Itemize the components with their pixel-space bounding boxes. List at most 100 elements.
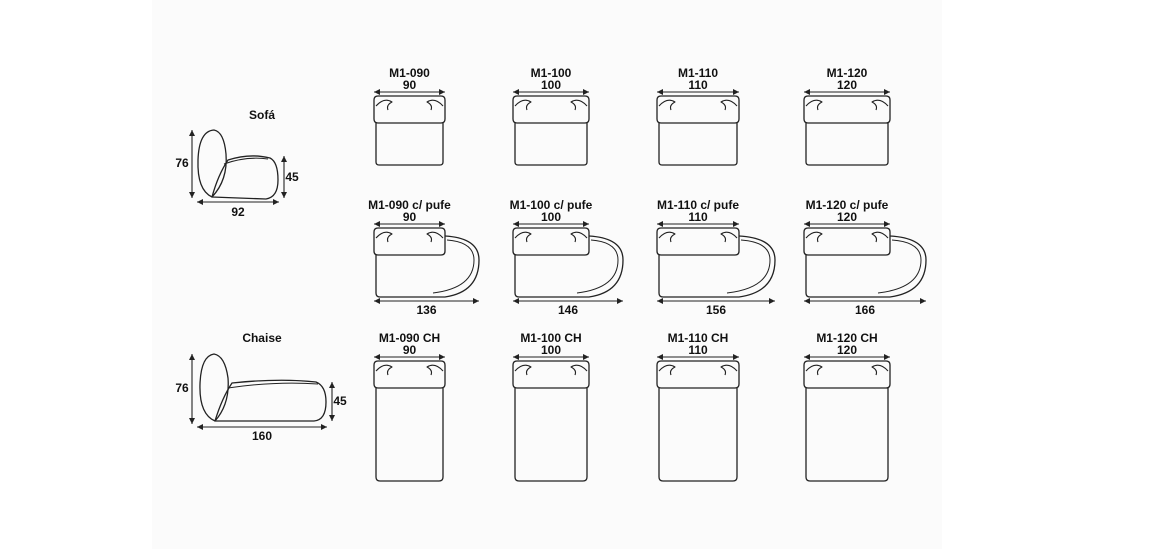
module-width: 90 (403, 78, 417, 92)
total-dimension (513, 298, 623, 304)
seat-height-dimension (281, 156, 287, 198)
module-width: 110 (688, 343, 708, 357)
backrest (373, 360, 446, 389)
module-name: M1-120 c/ pufe (806, 198, 889, 212)
seat-pufe-outline (514, 235, 624, 298)
right-curl (871, 364, 889, 376)
depth-value: 92 (231, 205, 245, 219)
module-name: M1-120 (827, 66, 868, 80)
left-curl (514, 99, 532, 111)
backrest (373, 227, 446, 256)
side-view-title: Chaise (242, 331, 282, 345)
depth-dimension (197, 424, 327, 430)
right-curl (570, 99, 588, 111)
seat-height-value: 45 (333, 394, 347, 408)
pufe-inner-line (877, 239, 922, 294)
backrest (803, 95, 891, 124)
module-width: 100 (541, 343, 561, 357)
right-curl (871, 231, 889, 243)
width-dimension (374, 221, 445, 227)
chaise-outline (514, 388, 588, 482)
module-width: 120 (837, 343, 857, 357)
backrest (803, 227, 891, 256)
backrest (373, 95, 446, 124)
width-dimension (657, 89, 739, 95)
module-name: M1-090 c/ pufe (368, 198, 451, 212)
depth-value: 160 (252, 429, 272, 443)
backrest (512, 95, 590, 124)
left-curl (514, 231, 532, 243)
backrest (803, 360, 891, 389)
total-width: 166 (855, 303, 875, 317)
module-name: M1-120 CH (816, 331, 877, 345)
right-curl (426, 364, 444, 376)
chaise-outline (805, 388, 889, 482)
seat-pufe-outline (805, 235, 927, 298)
total-width: 146 (558, 303, 578, 317)
width-dimension (513, 354, 589, 360)
width-dimension (657, 221, 739, 227)
seat-height-dimension (329, 382, 335, 421)
width-dimension (374, 89, 445, 95)
module-name: M1-100 c/ pufe (510, 198, 593, 212)
left-curl (375, 99, 393, 111)
chaise-outline (375, 388, 444, 482)
left-curl (375, 231, 393, 243)
back-cushion (199, 353, 229, 422)
total-dimension (804, 298, 926, 304)
width-dimension (804, 354, 890, 360)
height-dimension (189, 130, 195, 198)
module-name: M1-100 (531, 66, 572, 80)
left-curl (658, 364, 676, 376)
seat-outline (658, 122, 738, 166)
seat-outline (514, 122, 588, 166)
right-curl (720, 231, 738, 243)
module-name: M1-090 CH (379, 331, 440, 345)
right-curl (720, 99, 738, 111)
pufe-inner-line (726, 239, 771, 294)
height-value: 76 (175, 156, 189, 170)
seat-pufe-outline (375, 235, 480, 298)
left-curl (514, 364, 532, 376)
right-curl (426, 99, 444, 111)
width-dimension (513, 221, 589, 227)
backrest (512, 227, 590, 256)
chaise-outline (658, 388, 738, 482)
pufe-inner-line (432, 239, 475, 294)
total-dimension (657, 298, 775, 304)
right-curl (570, 364, 588, 376)
right-curl (720, 364, 738, 376)
backrest (656, 95, 740, 124)
module-name: M1-110 c/ pufe (657, 198, 739, 212)
seat-outline (375, 122, 444, 166)
module-width: 90 (403, 343, 417, 357)
width-dimension (804, 221, 890, 227)
backrest (656, 227, 740, 256)
width-dimension (804, 89, 890, 95)
side-view-title: Sofá (249, 108, 275, 122)
total-width: 136 (416, 303, 436, 317)
module-width: 110 (688, 78, 708, 92)
height-dimension (189, 354, 195, 424)
left-curl (805, 231, 823, 243)
module-width: 120 (837, 210, 857, 224)
right-curl (871, 99, 889, 111)
left-curl (375, 364, 393, 376)
seat-top-line (223, 157, 269, 165)
back-cushion (197, 129, 227, 198)
right-curl (426, 231, 444, 243)
left-curl (805, 364, 823, 376)
